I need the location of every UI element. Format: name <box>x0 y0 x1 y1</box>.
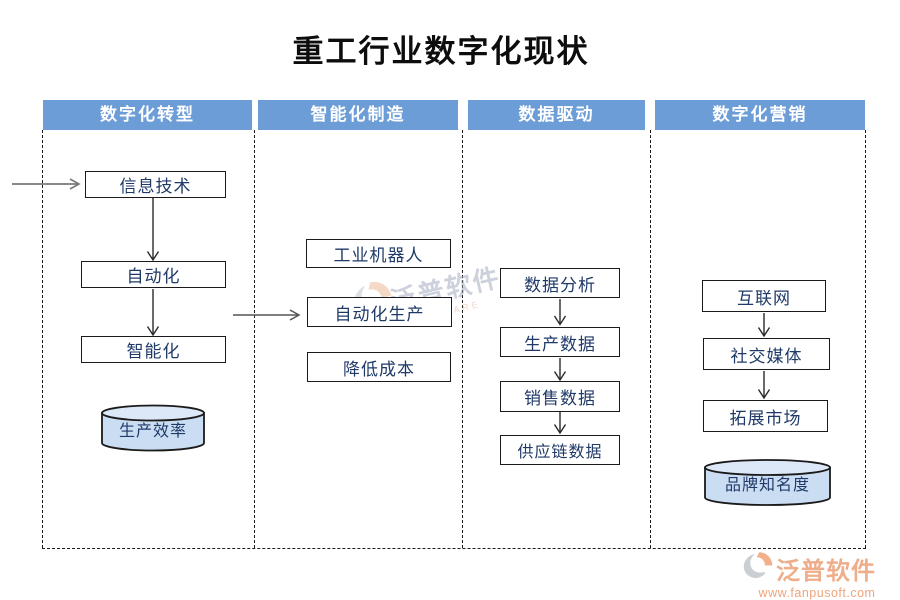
box-production-data: 生产数据 <box>500 327 620 357</box>
box-data-analysis: 数据分析 <box>500 268 620 298</box>
box-sales-data: 销售数据 <box>500 381 620 412</box>
footer-brand-name: 泛普软件 <box>776 558 876 585</box>
lane-frame-bottom <box>42 548 866 549</box>
lane-header-data-driven: 数据驱动 <box>468 100 645 130</box>
cross-lane-arrow <box>233 309 301 321</box>
lane-divider-1-2 <box>254 130 255 548</box>
lane-divider-right <box>865 130 866 548</box>
lane-divider-3-4 <box>650 130 651 548</box>
box-internet: 互联网 <box>702 280 826 312</box>
box-industrial-robot: 工业机器人 <box>306 239 451 268</box>
diagram-title: 重工行业数字化现状 <box>292 34 590 69</box>
box-social-media: 社交媒体 <box>703 338 830 370</box>
lane3-arrows <box>553 299 567 435</box>
entry-arrow <box>12 178 81 190</box>
lane-divider-2-3 <box>462 130 463 548</box>
box-automated-production: 自动化生产 <box>307 297 452 327</box>
lane-header-digital-marketing: 数字化营销 <box>655 100 865 130</box>
fanpu-swoosh-icon <box>741 549 774 587</box>
lane-header-intelligent-manufacturing: 智能化制造 <box>258 100 458 130</box>
box-automation: 自动化 <box>81 261 226 288</box>
footer-logo: 泛普软件 www.fanpusoft.com <box>741 549 893 600</box>
cylinder-brand-awareness: 品牌知名度 <box>703 458 832 507</box>
box-supply-chain-data: 供应链数据 <box>500 435 620 465</box>
box-market-expansion: 拓展市场 <box>703 400 828 432</box>
lane-header-digital-transformation: 数字化转型 <box>43 100 252 130</box>
cylinder-production-efficiency-label: 生产效率 <box>118 423 187 440</box>
footer-url: www.fanpusoft.com <box>758 586 876 600</box>
box-cost-reduction: 降低成本 <box>307 352 451 382</box>
box-intelligence: 智能化 <box>81 336 226 363</box>
box-information-technology: 信息技术 <box>85 171 226 198</box>
lane-divider-left <box>42 130 43 548</box>
cylinder-production-efficiency: 生产效率 <box>100 404 206 452</box>
cylinder-brand-awareness-label: 品牌知名度 <box>724 477 810 494</box>
